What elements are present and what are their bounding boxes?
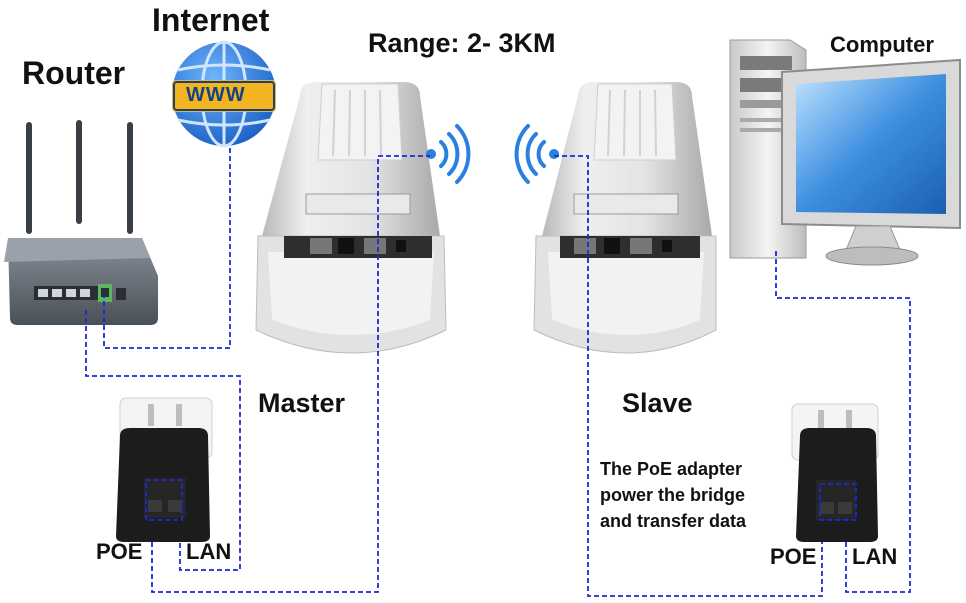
lan-right-label: LAN [852,544,898,569]
router-label: Router [22,55,126,91]
www-label: WWW [186,84,246,106]
slave-bridge-icon [533,82,717,354]
master-label: Master [258,388,346,418]
poe-note-line: The PoE adapter [600,459,743,479]
slave-label: Slave [622,388,693,418]
poe-note: The PoE adapter power the bridge and tra… [600,456,800,534]
poe-note-line: and transfer data [600,511,747,531]
wifi-signal-icon [514,124,559,184]
router-icon [4,120,158,325]
lan-left-label: LAN [186,539,232,564]
cable-lines [85,148,911,597]
poe-adapter-icon [791,403,879,542]
computer-icon [729,39,961,266]
poe-left-label: POE [96,539,143,564]
master-bridge-icon [255,82,447,354]
range-label: Range: 2- 3KM [368,28,556,58]
poe-right-label: POE [770,544,817,569]
wifi-signal-icon [426,124,471,184]
computer-label: Computer [830,32,934,57]
poe-note-line: power the bridge [600,485,746,505]
internet-label: Internet [152,2,270,38]
poe-adapter-icon [116,397,213,542]
globe-icon [172,40,276,148]
